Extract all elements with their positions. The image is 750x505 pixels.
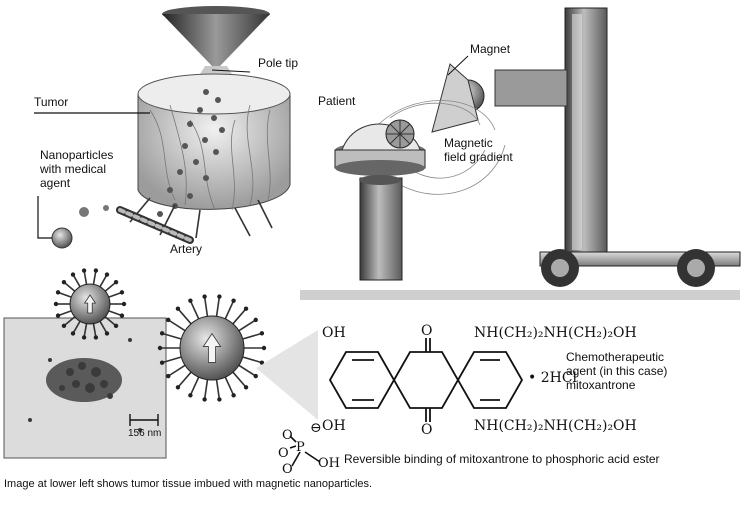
figure-caption: Image at lower left shows tumor tissue i… [4, 478, 373, 490]
magnet-leader [447, 55, 469, 76]
phosphate-o-left: O [278, 446, 289, 461]
nanoparticles-label: Nanoparticles with medical agent [40, 148, 113, 190]
amine-top: NH(CH₂)₂NH(CH₂)₂OH [474, 325, 637, 341]
phosphate-oh: OH [318, 456, 340, 471]
chemo-label-line: mitoxantrone [566, 378, 636, 392]
pole-tip-cone [162, 6, 270, 74]
tumor-mass [129, 73, 291, 239]
spiked-nanoparticle-large [157, 294, 267, 402]
nanoparticles-label-line: with medical [40, 162, 107, 176]
phosphate-bonds [289, 435, 321, 467]
phosphate-o-bottom: O [282, 462, 293, 477]
magnetic-field-label-line: Magnetic [444, 136, 493, 150]
field-lines [374, 100, 506, 195]
nanoparticles-label-line: agent [40, 176, 71, 190]
magnet-apparatus [431, 7, 741, 287]
negative-charge: ⊖ [310, 420, 322, 436]
pole-tip-label: Pole tip [258, 56, 299, 70]
chemo-label-line: Chemotherapeutic [566, 350, 665, 364]
binding-label: Reversible binding of mitoxantrone to ph… [344, 452, 660, 466]
phosphate-o-top: O [282, 428, 293, 443]
oh-bottom: OH [322, 418, 346, 434]
spiked-nanoparticle-small [53, 268, 127, 340]
chemo-label-line: agent (in this case) [566, 364, 668, 378]
phosphate-p: P [296, 440, 305, 455]
patient-figure [341, 119, 421, 151]
free-nanoparticles [51, 205, 109, 249]
nanoparticles-label-line: Nanoparticles [40, 148, 114, 162]
patient-label: Patient [318, 94, 356, 108]
scale-bar-label: 156 nm [128, 428, 162, 439]
tumor-label: Tumor [34, 95, 69, 109]
magnetic-field-label-line: field gradient [444, 150, 513, 164]
o-top: O [421, 323, 433, 339]
magnet-label: Magnet [470, 42, 511, 56]
hcl-salt: • 2HCl [528, 370, 578, 386]
amine-bottom: NH(CH₂)₂NH(CH₂)₂OH [474, 418, 637, 434]
nanoparticle-leader [37, 196, 52, 239]
patient-table [300, 142, 740, 300]
artery-label: Artery [170, 242, 203, 256]
pole-tip-leader [211, 69, 251, 73]
mitoxantrone-structure [328, 338, 524, 422]
artery [116, 206, 194, 244]
oh-top: OH [322, 325, 346, 341]
micrograph-panel [3, 317, 167, 459]
chemo-label: Chemotherapeutic agent (in this case) mi… [566, 350, 667, 392]
callout-wedge [256, 330, 318, 420]
o-bottom: O [421, 422, 433, 438]
magnetic-field-label: Magnetic field gradient [444, 136, 513, 164]
